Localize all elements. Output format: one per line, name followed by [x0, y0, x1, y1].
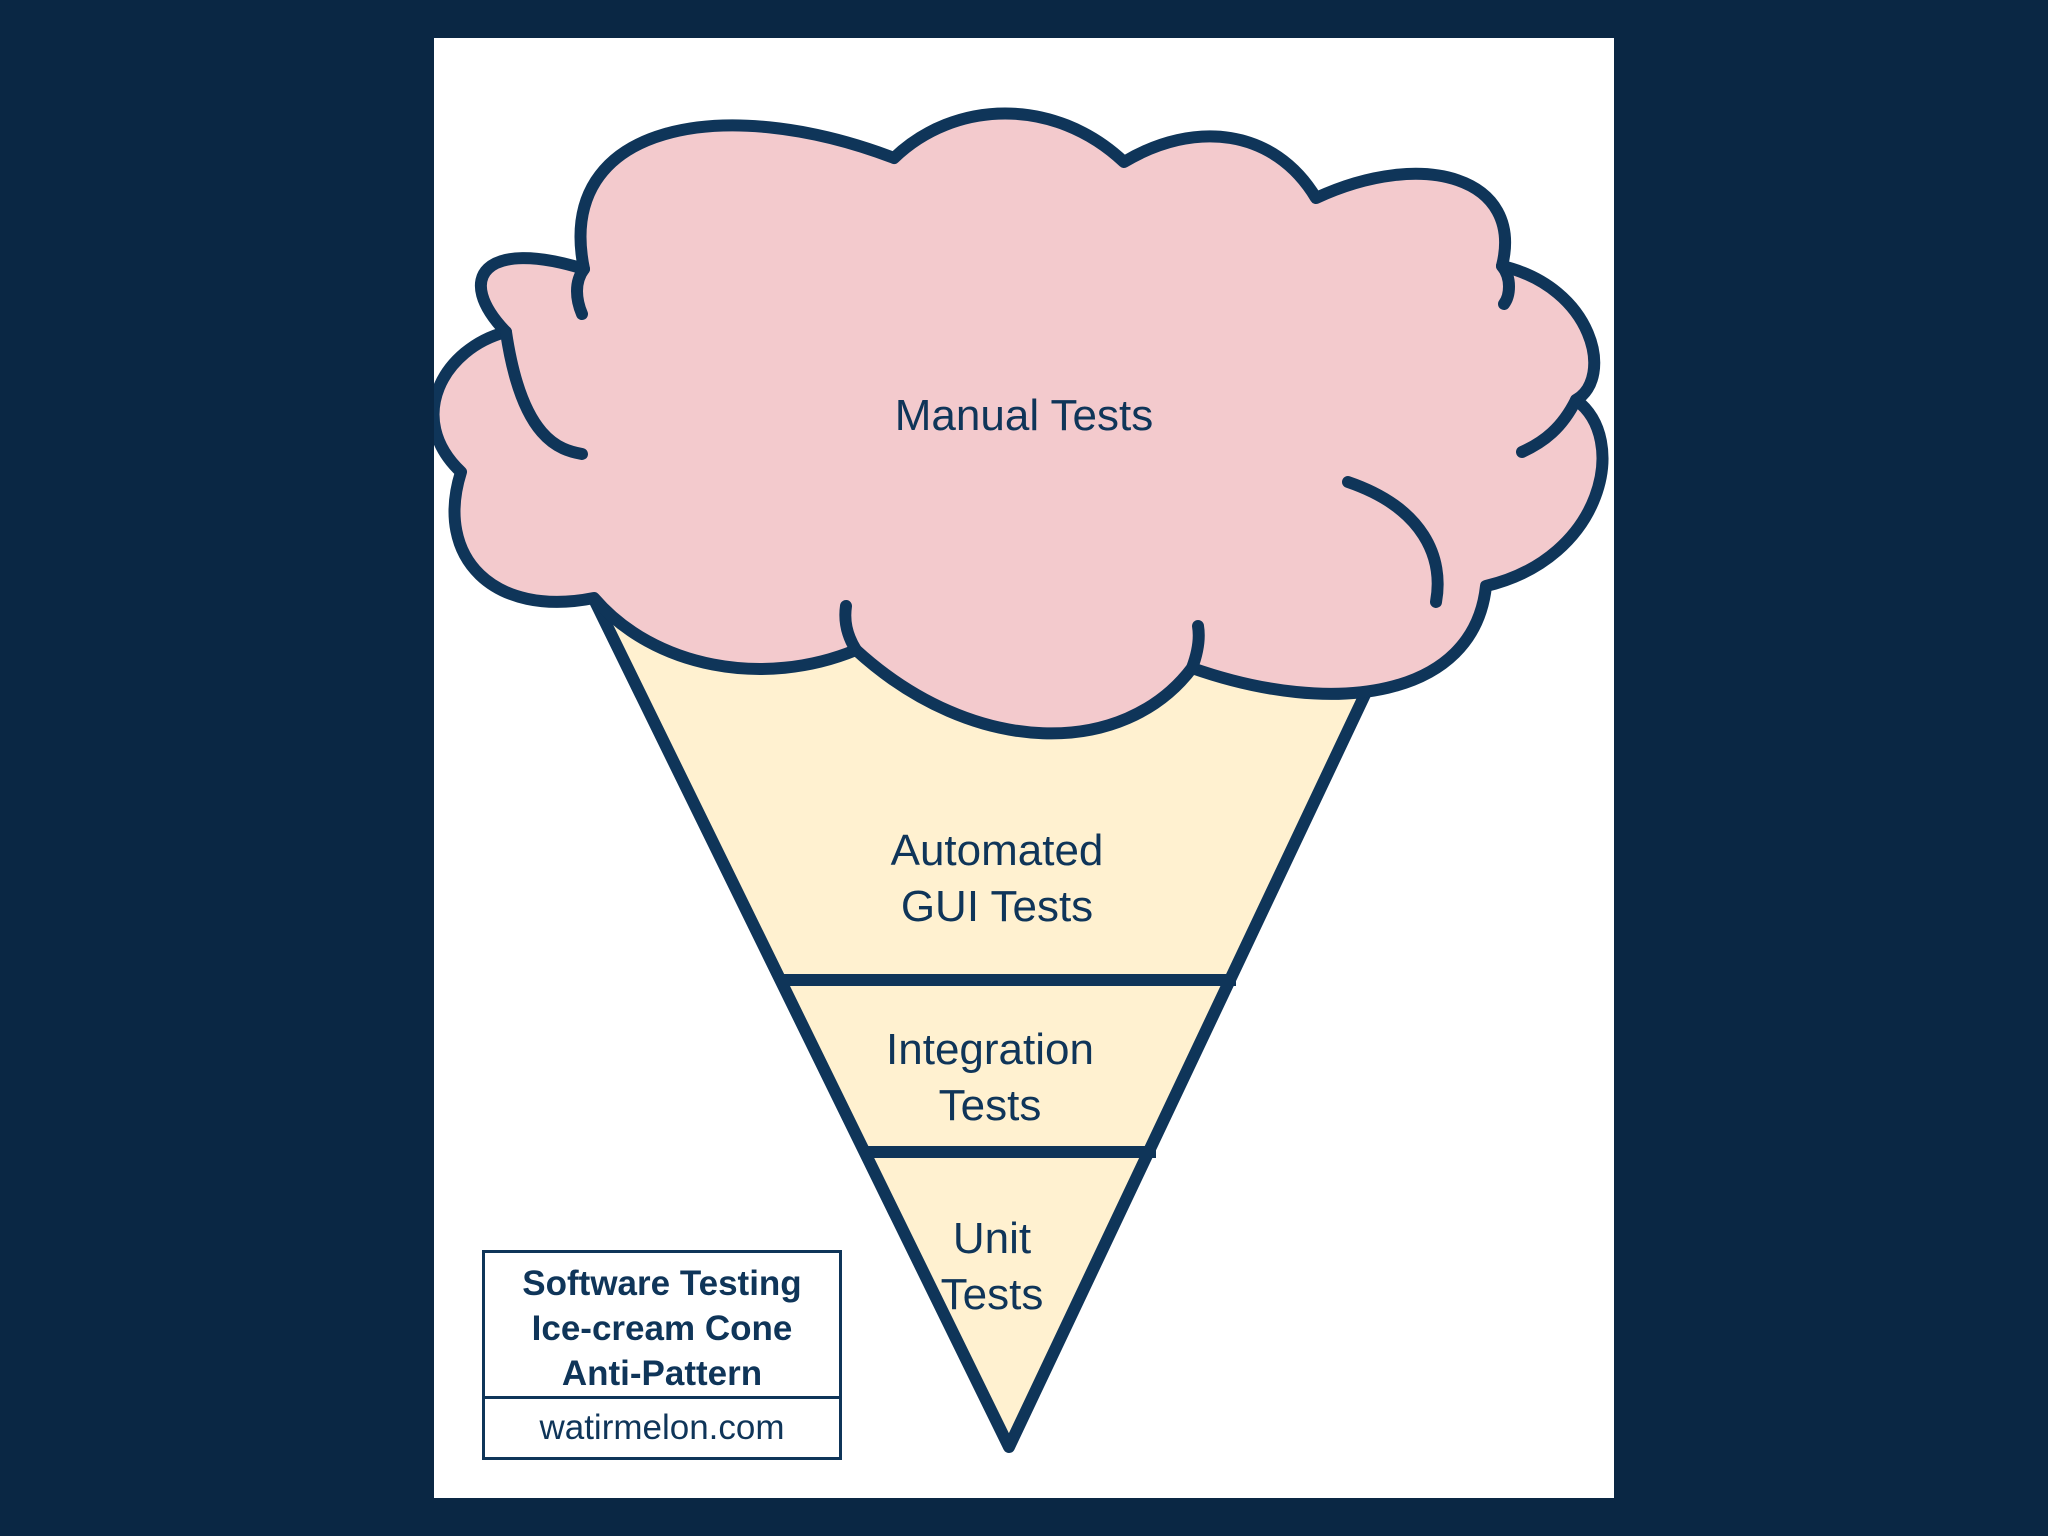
layer-label-automated-gui: Automated GUI Tests	[847, 823, 1147, 935]
cloud-label: Manual Tests	[894, 391, 1154, 440]
diagram-canvas: Manual Tests Automated GUI Tests Integra…	[434, 38, 1614, 1498]
layer-label-integration: Integration Tests	[840, 1022, 1140, 1134]
caption-title-line3: Anti-Pattern	[561, 1354, 763, 1393]
cloud-crease-right-lower	[1516, 394, 1582, 458]
cloud-shape	[434, 107, 1609, 740]
caption-title-line2: Ice-cream Cone	[531, 1309, 793, 1348]
cloud-crease-left	[571, 263, 590, 320]
layer-label-integration-line1: Integration	[886, 1025, 1094, 1074]
ice-cream-cone-diagram	[434, 107, 1609, 1453]
layer-label-unit-line2: Tests	[940, 1270, 1044, 1319]
layer-label-unit-line1: Unit	[952, 1214, 1032, 1263]
layer-label-automated-gui-line1: Automated	[890, 826, 1104, 875]
cloud-crease-bottom-right	[1342, 476, 1444, 608]
layer-label-unit: Unit Tests	[842, 1211, 1142, 1323]
cloud-crease-right	[1496, 260, 1515, 310]
cloud-crease-left-lower	[500, 326, 588, 460]
cloud-crease-bottom-mid	[1186, 620, 1205, 674]
caption-title-line1: Software Testing	[522, 1264, 802, 1303]
layer-label-automated-gui-line2: GUI Tests	[900, 882, 1094, 931]
layer-label-integration-line2: Tests	[938, 1081, 1042, 1130]
cloud-crease-bottom-left	[839, 600, 862, 656]
caption-source: watirmelon.com	[539, 1408, 785, 1447]
caption-title: Software Testing Ice-cream Cone Anti-Pat…	[485, 1253, 839, 1399]
caption-box: Software Testing Ice-cream Cone Anti-Pat…	[482, 1250, 842, 1460]
